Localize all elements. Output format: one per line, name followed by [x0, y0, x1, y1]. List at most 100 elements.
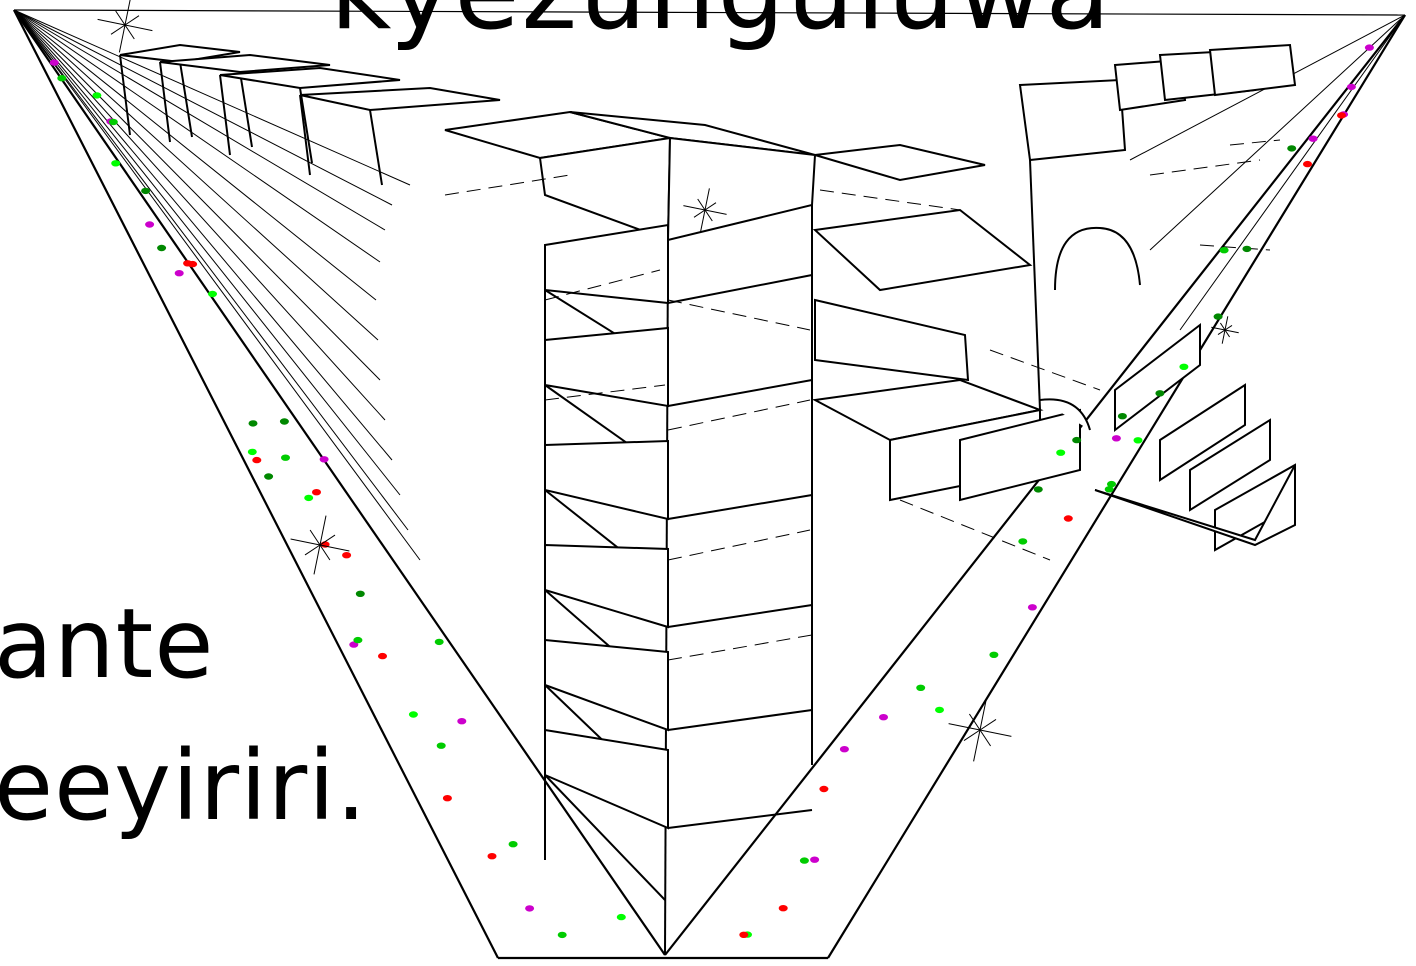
- balcony-front: [545, 441, 668, 519]
- vanishing-ray: [14, 10, 380, 380]
- confetti-dot: [1056, 449, 1066, 456]
- far-rooftop: [220, 68, 400, 88]
- star-ray: [1225, 316, 1228, 330]
- confetti-dot: [442, 795, 452, 802]
- arch-base: [1040, 399, 1090, 430]
- confetti-dot: [1287, 145, 1297, 152]
- star-ray: [111, 25, 125, 34]
- construction-line: [545, 385, 665, 400]
- star-ray: [701, 210, 705, 232]
- stair-step: [1115, 325, 1200, 430]
- confetti-dot: [487, 853, 497, 860]
- sparkle-star-icon: [683, 188, 726, 231]
- confetti-dot: [1219, 247, 1229, 254]
- construction-line: [545, 270, 660, 300]
- confetti-dot: [49, 59, 59, 66]
- confetti-dot: [281, 454, 290, 461]
- arch-opening: [1055, 228, 1140, 290]
- vanishing-ray: [14, 10, 376, 300]
- star-ray: [974, 730, 980, 761]
- confetti-dot: [1346, 83, 1356, 91]
- sparkle-star-icon: [949, 699, 1012, 762]
- confetti-dot: [279, 418, 289, 425]
- construction-line: [668, 530, 810, 560]
- balcony-side: [668, 810, 812, 828]
- confetti-dot: [1213, 313, 1223, 320]
- star-ray: [683, 206, 705, 210]
- right-tower-front: [1020, 80, 1125, 160]
- confetti-dot: [355, 590, 365, 597]
- star-ray: [964, 730, 980, 741]
- confetti-dot: [616, 913, 626, 921]
- star-ray: [125, 0, 131, 25]
- confetti-dot: [1308, 135, 1318, 142]
- balcony-underside: [545, 775, 665, 900]
- star-ray: [320, 535, 335, 545]
- confetti-dot: [1303, 160, 1312, 168]
- confetti-dot: [208, 290, 217, 298]
- confetti-dot: [353, 636, 363, 644]
- street-edge-left-outer: [14, 10, 498, 958]
- confetti-dot: [1117, 413, 1127, 420]
- confetti-dot: [304, 494, 314, 502]
- vanishing-ray: [14, 10, 385, 230]
- confetti-dot: [1337, 112, 1346, 119]
- vanishing-ray: [14, 10, 408, 530]
- far-wall-edge: [240, 72, 252, 147]
- far-rooftop: [120, 45, 240, 62]
- star-ray: [698, 199, 705, 210]
- right-tower-edge: [1030, 160, 1040, 410]
- caption-line-2: eeyiriri.: [0, 730, 368, 842]
- confetti-dot: [174, 270, 184, 277]
- vanishing-ray: [1150, 15, 1405, 250]
- sparkle-star-icon: [98, 0, 153, 52]
- balcony-front: [545, 730, 668, 828]
- far-right-rooftop: [1210, 45, 1295, 95]
- star-ray: [1211, 327, 1225, 330]
- confetti-dot: [1033, 486, 1043, 493]
- mid-block-face: [815, 300, 968, 380]
- far-wall-edge: [300, 95, 310, 175]
- star-ray: [320, 545, 330, 560]
- confetti-dot: [252, 456, 262, 464]
- star-ray: [949, 724, 980, 730]
- construction-line: [1200, 245, 1270, 250]
- confetti-dot: [1364, 44, 1374, 51]
- balcony-front: [545, 545, 668, 627]
- confetti-dot: [457, 718, 467, 725]
- star-ray: [1220, 323, 1225, 330]
- star-ray: [1225, 330, 1230, 337]
- vanishing-ray: [14, 10, 392, 205]
- balcony-side: [668, 495, 812, 519]
- confetti-dot: [1133, 437, 1143, 444]
- vanishing-ray: [1180, 15, 1405, 330]
- balcony-side: [668, 605, 812, 627]
- star-ray: [705, 188, 709, 210]
- confetti-dot: [141, 187, 151, 195]
- sparkle-star-icon: [1211, 316, 1238, 343]
- confetti-dot: [1018, 538, 1028, 545]
- street-edge-right-inner: [665, 15, 1405, 955]
- vanishing-ray: [14, 10, 420, 560]
- confetti-dot: [57, 75, 67, 82]
- balcony-front: [545, 328, 668, 406]
- confetti-dot: [810, 856, 820, 863]
- vanishing-ray: [14, 10, 380, 262]
- confetti-dot: [264, 473, 274, 480]
- mid-block-top: [815, 210, 1030, 290]
- confetti-dot: [434, 638, 444, 646]
- star-ray: [1222, 330, 1225, 344]
- street-edge-right-outer: [828, 15, 1405, 958]
- construction-line: [820, 190, 960, 210]
- star-ray: [116, 11, 125, 25]
- construction-line: [900, 500, 1050, 560]
- star-ray: [125, 25, 134, 39]
- stair-step: [1190, 420, 1270, 510]
- confetti-dot: [188, 260, 198, 268]
- balcony-front: [545, 640, 668, 730]
- star-ray: [694, 210, 705, 217]
- balcony-side: [668, 710, 812, 730]
- confetti-dot: [342, 552, 352, 559]
